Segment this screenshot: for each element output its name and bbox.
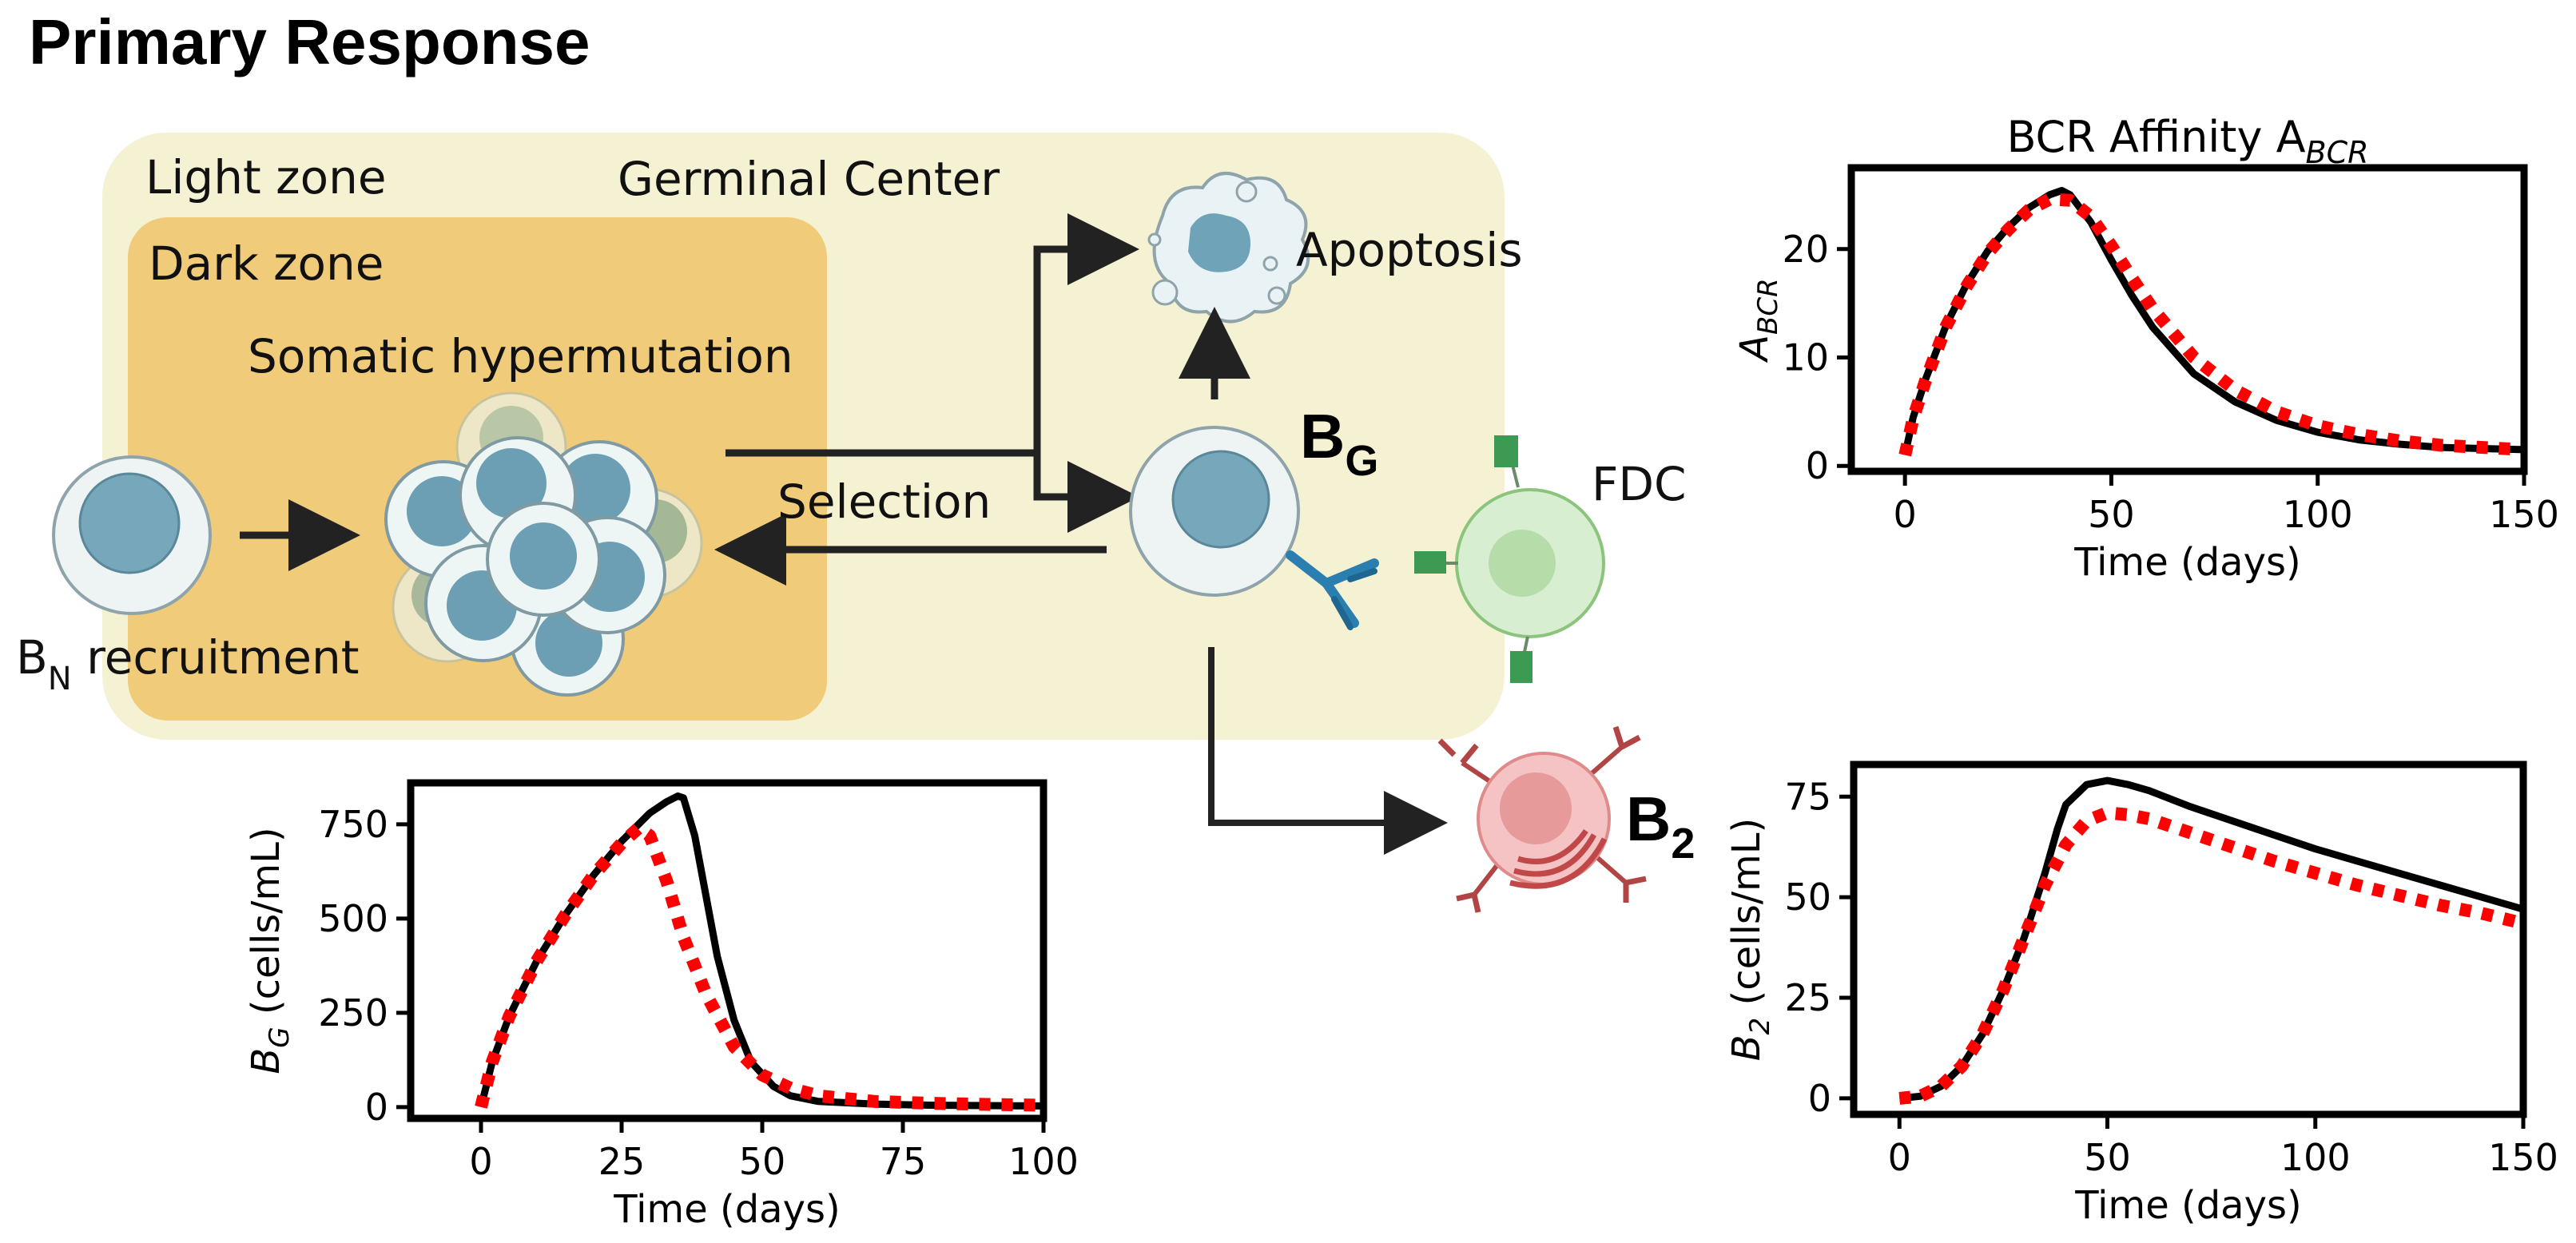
dark-zone-label: Dark zone xyxy=(149,236,384,291)
affinity-chart-title: BCR Affinity ABCR xyxy=(2006,112,2368,170)
bg-ytick-label: 0 xyxy=(365,1086,388,1129)
recruitment-label: BN recruitment xyxy=(16,630,359,697)
b2-series-dotted xyxy=(1898,806,2525,1105)
bg-series-dotted xyxy=(475,821,1044,1112)
gc-b-cell-icon xyxy=(1129,426,1300,597)
ylabel-subscript: G xyxy=(264,1027,296,1047)
b2-ylabel: B2 (cells/mL) xyxy=(1724,818,1776,1062)
somatic-hypermutation-label: Somatic hypermutation xyxy=(248,329,793,383)
bg-xtick-label: 100 xyxy=(1008,1140,1079,1183)
antibody-icon xyxy=(1286,550,1379,630)
apoptotic-cell-icon xyxy=(1147,172,1310,324)
cell-cluster-icon xyxy=(384,391,703,697)
bg-plot-frame xyxy=(407,779,1047,1122)
b2-ytick-label: 50 xyxy=(1784,876,1831,919)
bg-ylabel: BG (cells/mL) xyxy=(244,827,296,1074)
ylabel-subscript: BCR xyxy=(1752,278,1784,335)
ylabel-unit: (cells/mL) xyxy=(244,827,288,1027)
ylabel-symbol: B xyxy=(244,1048,288,1074)
germinal-center-diagram: Light zone Germinal Center Dark zone Som… xyxy=(16,133,1687,740)
affinity-series-solid xyxy=(1901,187,2525,456)
ylabel-subscript: 2 xyxy=(1744,1018,1776,1035)
ylabel-unit: (cells/mL) xyxy=(1724,818,1769,1018)
bg-xlabel: Time (days) xyxy=(613,1187,840,1232)
selection-label: Selection xyxy=(777,475,991,529)
fdc-label: FDC xyxy=(1592,457,1687,511)
bg-xtick-label: 0 xyxy=(469,1140,492,1183)
b2-ytick-label: 75 xyxy=(1784,775,1831,818)
germinal-center-label: Germinal Center xyxy=(618,152,1000,206)
bg-xtick-label: 75 xyxy=(880,1140,927,1183)
b2-series-solid xyxy=(1898,776,2525,1102)
b2-route-arrow-icon xyxy=(1208,647,1448,855)
bg-ytick-label: 250 xyxy=(318,991,388,1035)
b2-xtick-label: 50 xyxy=(2084,1136,2131,1179)
affinity-series-dotted xyxy=(1898,193,2525,457)
bg-xtick-label: 25 xyxy=(598,1140,646,1183)
b2-ytick-label: 0 xyxy=(1808,1077,1831,1120)
affinity-xtick-label: 150 xyxy=(2489,493,2559,536)
apoptosis-route-arrow-icon xyxy=(1033,213,1139,453)
affinity-xtick-label: 0 xyxy=(1894,493,1917,536)
bg-label: BG xyxy=(1300,401,1378,485)
b2-label: B2 xyxy=(1626,784,1695,868)
affinity-xtick-label: 100 xyxy=(2283,493,2353,536)
chart-title-text: BCR Affinity A xyxy=(2006,112,2305,162)
bg-ytick-label: 500 xyxy=(318,897,388,940)
figure-title: Primary Response xyxy=(29,6,590,77)
b2-plot-frame xyxy=(1850,760,2527,1118)
b2-ytick-label: 25 xyxy=(1784,976,1831,1019)
selection-out-arrow-icon xyxy=(725,449,1139,533)
fdc-cell-icon xyxy=(1414,435,1605,683)
bg-ytick-label: 750 xyxy=(318,803,388,846)
affinity-ylabel: ABCR xyxy=(1732,278,1784,363)
apoptosis-label: Apoptosis xyxy=(1296,223,1523,277)
affinity-xlabel: Time (days) xyxy=(2073,540,2300,585)
affinity-xtick-label: 50 xyxy=(2088,493,2135,536)
affinity-ytick-label: 0 xyxy=(1806,444,1829,487)
naive-b-cell-icon xyxy=(52,455,212,615)
bg-xtick-label: 50 xyxy=(739,1140,786,1183)
b2-xtick-label: 150 xyxy=(2488,1136,2558,1179)
light-zone-label: Light zone xyxy=(145,150,387,205)
b2-cell-icon xyxy=(1437,725,1647,913)
bg-series-solid xyxy=(477,792,1044,1110)
ylabel-symbol: B xyxy=(1724,1035,1769,1061)
b2-xtick-label: 0 xyxy=(1888,1136,1911,1179)
affinity-ytick-label: 20 xyxy=(1782,228,1829,271)
affinity-plot-frame xyxy=(1847,164,2528,475)
b2-xtick-label: 100 xyxy=(2280,1136,2351,1179)
ylabel-symbol: A xyxy=(1732,335,1777,363)
affinity-ytick-label: 10 xyxy=(1782,336,1829,379)
b2-xlabel: Time (days) xyxy=(2074,1183,2301,1228)
